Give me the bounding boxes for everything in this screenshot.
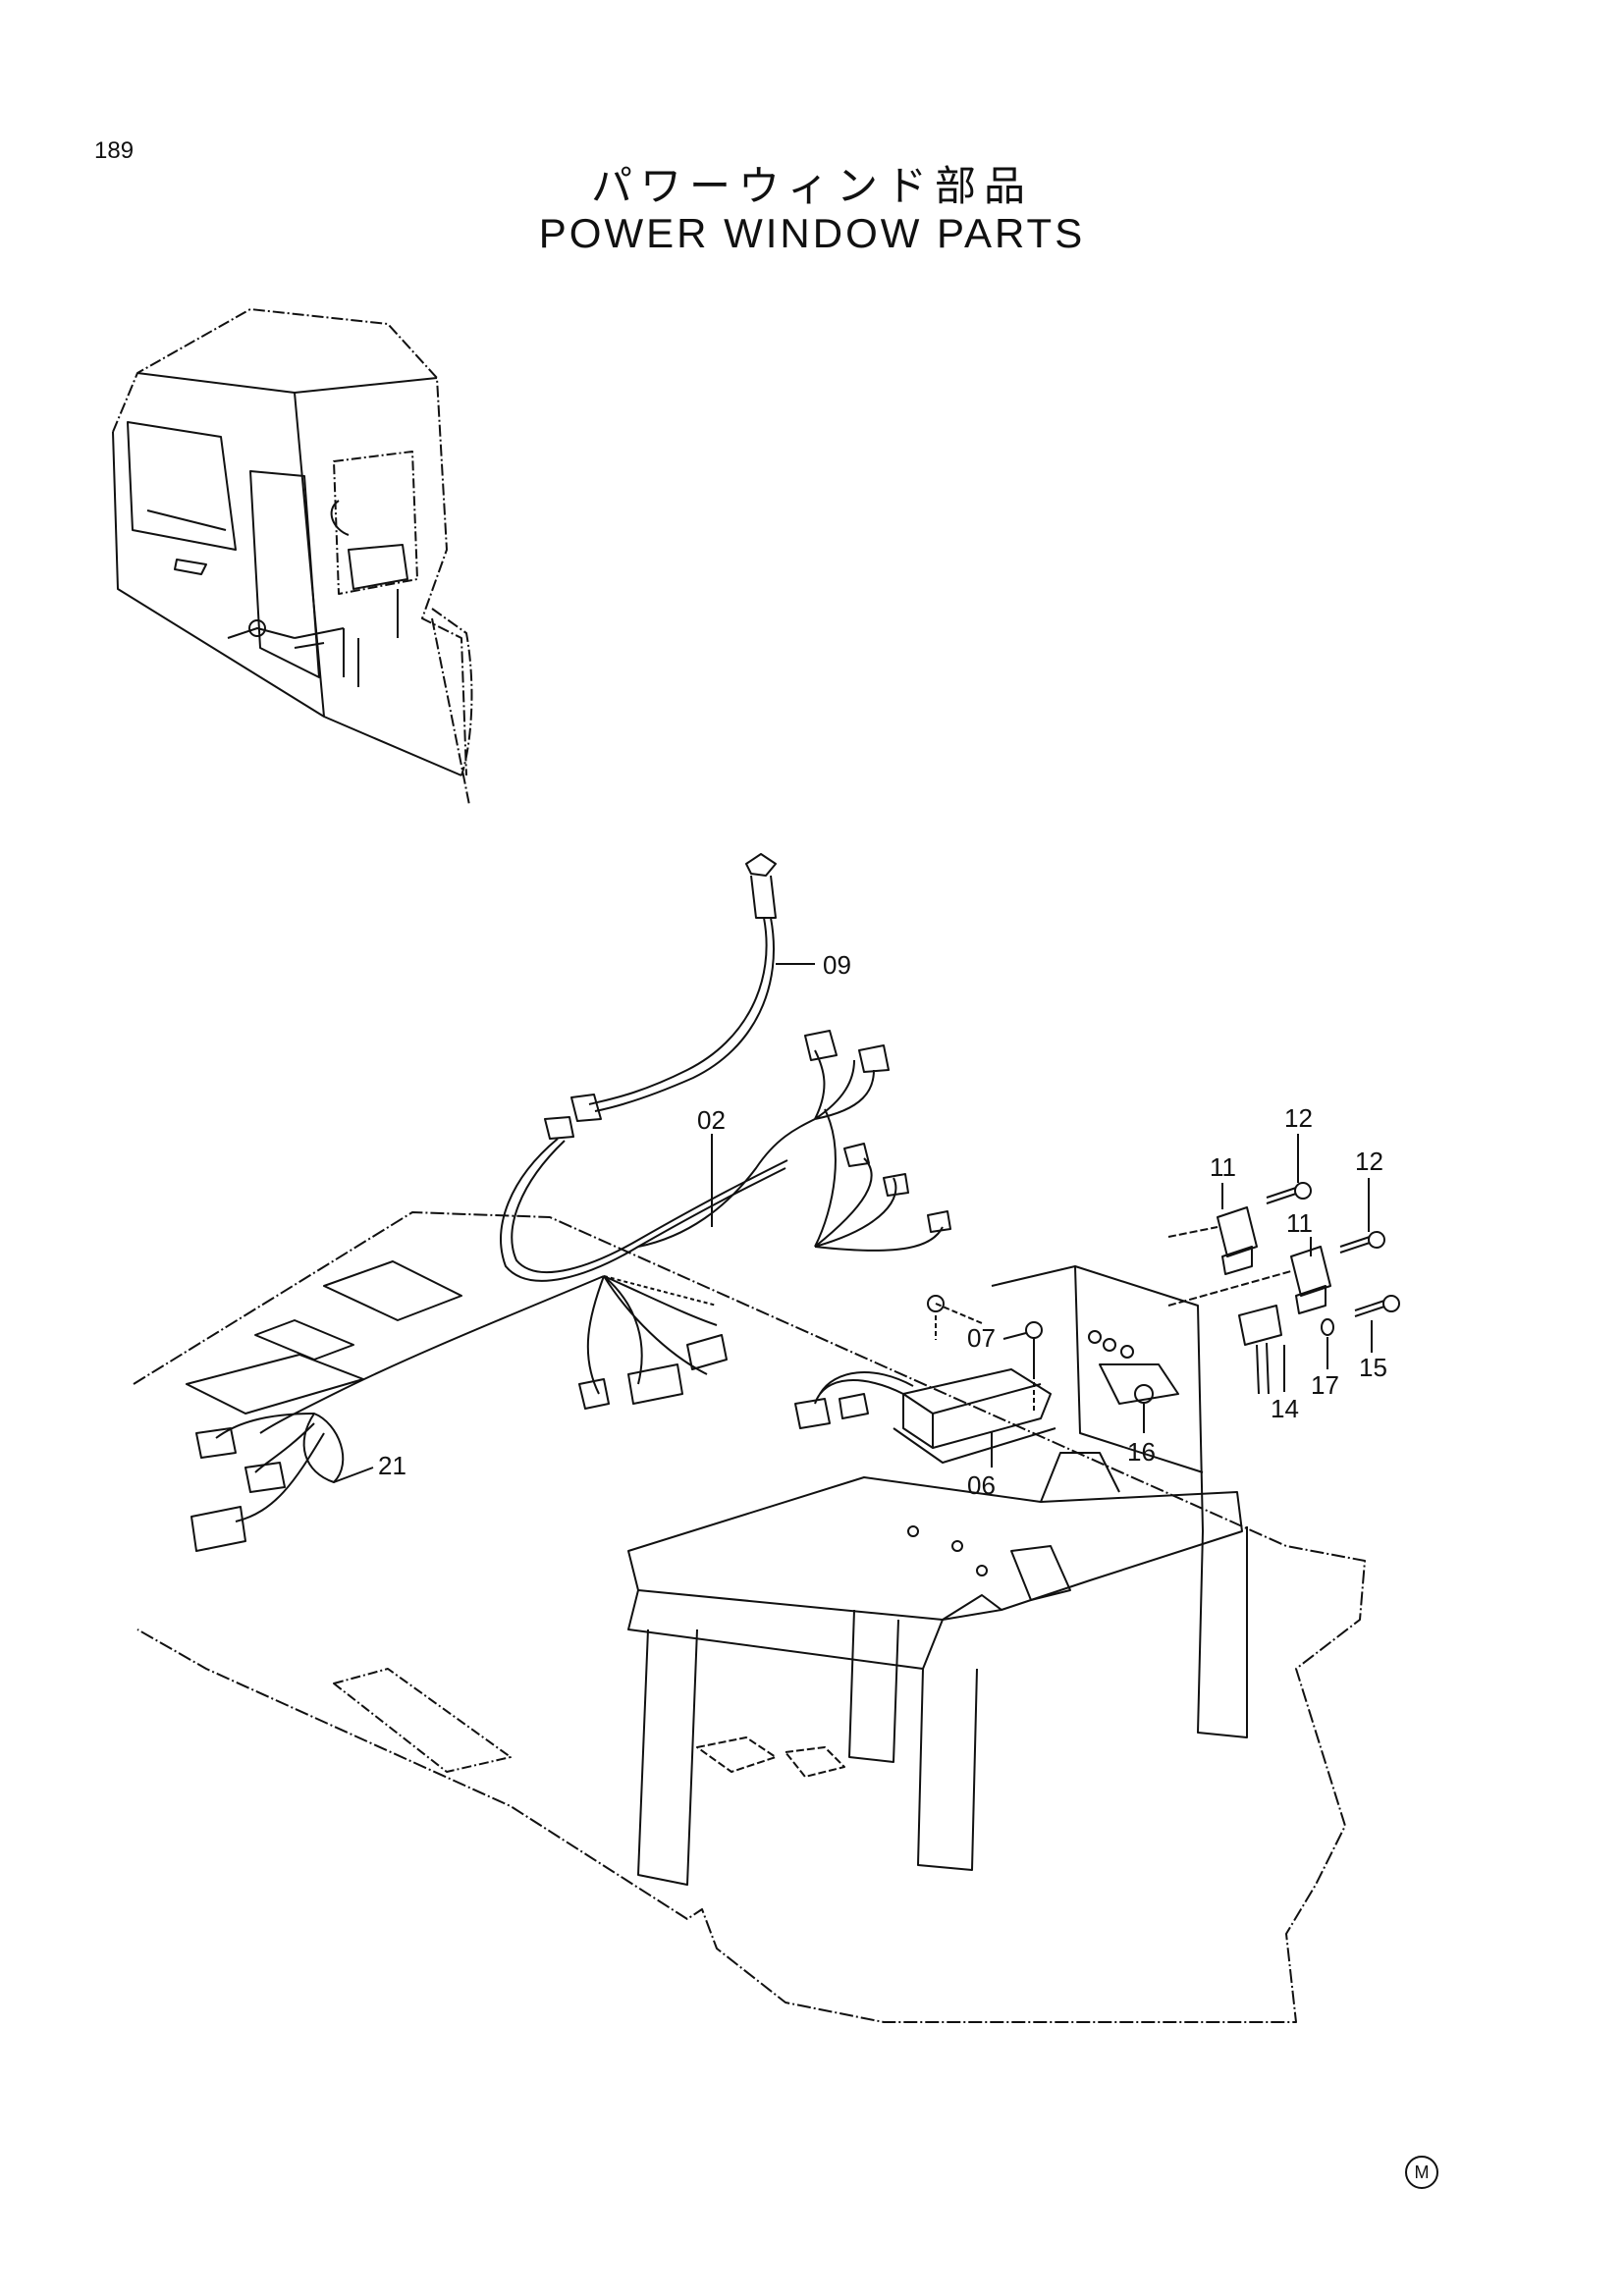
part-label-15: 15 [1359, 1353, 1387, 1382]
harness-21 [190, 1275, 605, 1552]
harness-09 [544, 853, 777, 1140]
maker-mark-icon: M [1405, 2156, 1438, 2189]
part-labels: 09 02 12 11 12 11 07 15 17 14 16 06 21 [378, 950, 1387, 1500]
cab-floor-plate [133, 1211, 1366, 2023]
part-label-21: 21 [378, 1451, 406, 1480]
part-label-11a: 11 [1210, 1152, 1236, 1182]
harness-02 [500, 1030, 951, 1410]
fasteners [927, 1295, 1154, 1414]
part-label-12a: 12 [1284, 1103, 1313, 1133]
cab-overview-illustration [112, 308, 473, 806]
part-leader-lines [333, 963, 1373, 1483]
title-english: POWER WINDOW PARTS [538, 210, 1086, 256]
part-label-02: 02 [697, 1105, 726, 1135]
part-label-16: 16 [1127, 1437, 1156, 1467]
title-japanese: パワーウィンド部品 [590, 162, 1033, 210]
seat-stand-frame [627, 1265, 1248, 1886]
part-label-17: 17 [1311, 1370, 1339, 1400]
page-number: 189 [94, 137, 135, 164]
power-window-controller [794, 1368, 1056, 1464]
part-label-12b: 12 [1355, 1147, 1383, 1176]
part-label-11b: 11 [1286, 1208, 1313, 1238]
part-label-07: 07 [967, 1323, 996, 1353]
part-label-09: 09 [823, 950, 851, 980]
part-label-14: 14 [1271, 1394, 1299, 1423]
part-label-06: 06 [967, 1470, 996, 1500]
